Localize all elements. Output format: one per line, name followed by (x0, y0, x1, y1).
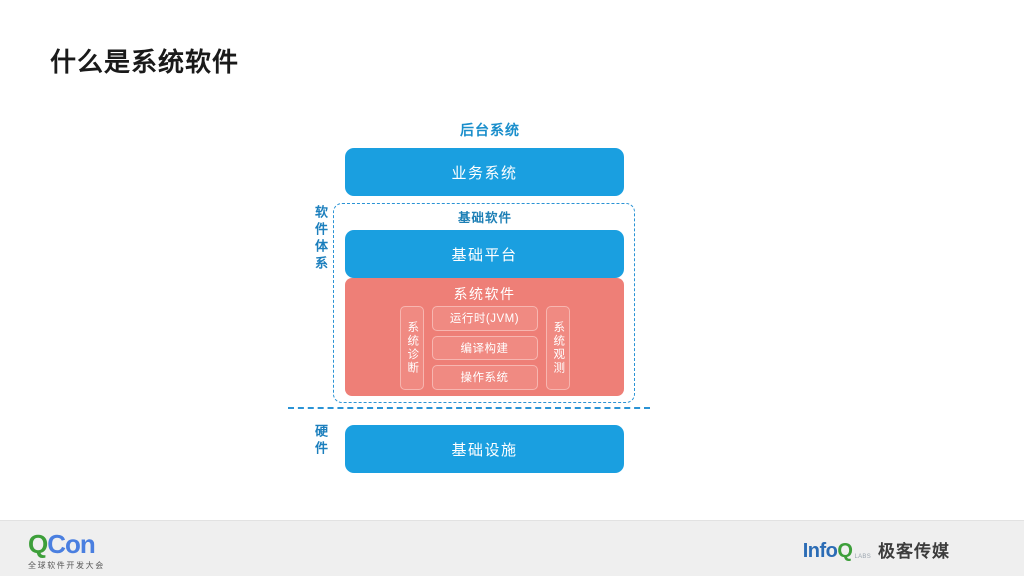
system-software-middle-column: 运行时(JVM) 编译构建 操作系统 (431, 306, 538, 390)
qcon-letters-con: Con (47, 529, 96, 559)
infoq-wordmark: InfoQ (803, 541, 853, 561)
infoq-letters-info: Info (802, 540, 838, 562)
component-system-diagnosis[interactable]: 系统诊断 (399, 306, 424, 390)
page-title: 什么是系统软件 (50, 47, 240, 77)
component-system-observability[interactable]: 系统观测 (545, 306, 570, 390)
qcon-logo: QCon 全球软件开发大会 (28, 531, 105, 571)
basic-software-group (333, 203, 635, 403)
layer-business-system[interactable]: 业务系统 (345, 148, 624, 196)
layer-system-software[interactable]: 系统软件 系统诊断 运行时(JVM) 编译构建 操作系统 系统观测 (345, 278, 624, 396)
basic-software-group-label: 基础软件 (457, 211, 512, 225)
layer-basic-platform[interactable]: 基础平台 (345, 230, 624, 278)
layer-basic-platform-label: 基础平台 (451, 246, 518, 264)
layer-system-software-title: 系统软件 (453, 286, 516, 302)
infoq-letter-q: Q (837, 540, 853, 562)
diagram-top-label: 后台系统 (460, 122, 520, 138)
qcon-tagline: 全球软件开发大会 (28, 561, 105, 570)
infoq-chinese-name: 极客传媒 (878, 542, 950, 561)
footer-bar: QCon 全球软件开发大会 InfoQ LABS 极客传媒 (0, 520, 1024, 576)
layer-business-system-label: 业务系统 (451, 164, 518, 182)
component-operating-system[interactable]: 操作系统 (431, 365, 538, 390)
layer-infrastructure[interactable]: 基础设施 (345, 425, 624, 473)
side-label-hardware: 硬件 (313, 424, 328, 458)
component-compile-build[interactable]: 编译构建 (431, 335, 538, 361)
side-label-software: 软件体系 (313, 205, 328, 273)
system-software-components: 系统诊断 运行时(JVM) 编译构建 操作系统 系统观测 (371, 306, 598, 390)
architecture-diagram: 后台系统 软件体系 硬件 业务系统 基础软件 基础平台 系统软件 系统诊断 运行… (280, 112, 660, 473)
qcon-letter-q: Q (28, 529, 48, 559)
infoq-labs-text: LABS (854, 554, 871, 560)
component-runtime-jvm[interactable]: 运行时(JVM) (431, 306, 538, 331)
software-hardware-divider (288, 407, 650, 409)
layer-infrastructure-label: 基础设施 (451, 441, 518, 459)
qcon-wordmark: QCon (28, 531, 105, 557)
infoq-logo: InfoQ LABS 极客传媒 (803, 537, 950, 562)
